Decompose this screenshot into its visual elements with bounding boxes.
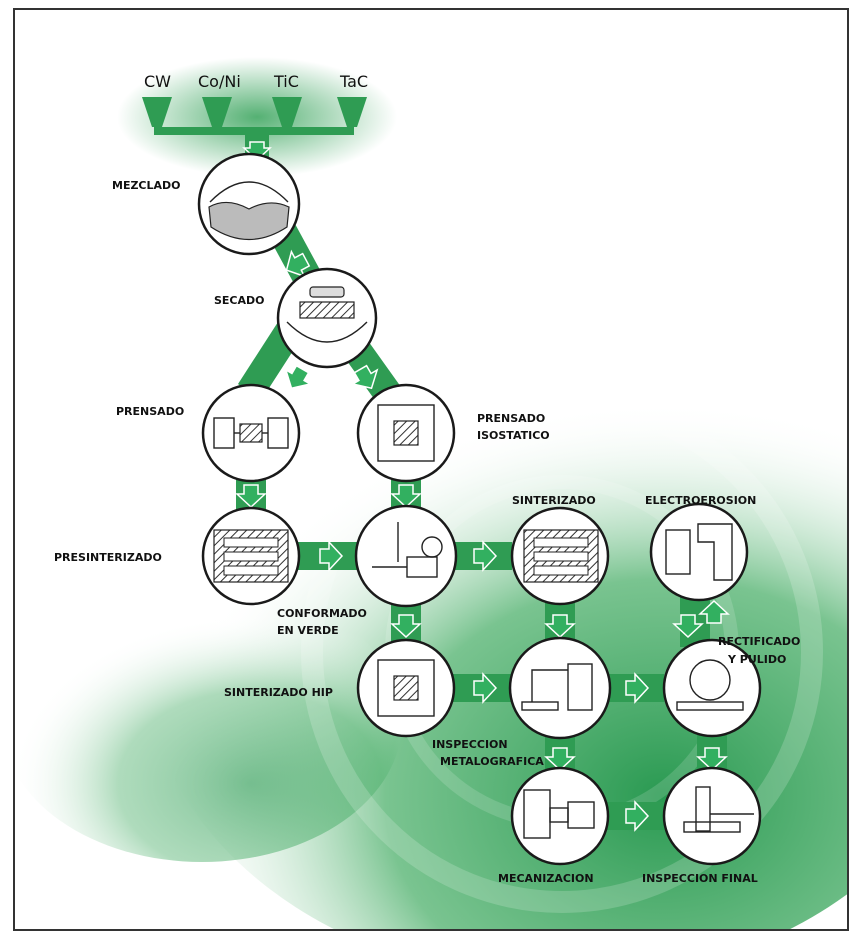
label-inspeccion-2: METALOGRAFICA [440, 755, 544, 768]
input-coni: Co/Ni [198, 72, 241, 91]
diagram-frame: CW Co/Ni TiC TaC [13, 8, 849, 931]
node-sinterizado [510, 506, 610, 606]
label-rectificado-1: RECTIFICADO [718, 635, 800, 648]
label-mezclado: MEZCLADO [112, 179, 181, 192]
flow-arrows [235, 249, 730, 832]
watermark-ring [301, 391, 823, 913]
label-electroerosion: ELECTROEROSION [645, 494, 756, 507]
background-glow-left [15, 582, 402, 862]
node-secado [276, 267, 378, 369]
label-prensado: PRENSADO [116, 405, 184, 418]
node-mezclado [197, 152, 301, 256]
label-rectificado-2: Y PULIDO [727, 653, 786, 666]
label-conformado-2: EN VERDE [277, 624, 339, 637]
input-hoppers [142, 97, 367, 162]
input-tac: TaC [339, 72, 368, 91]
label-prensado-isostatico-2: ISOSTATICO [477, 429, 550, 442]
node-prensado-isostatico [356, 383, 456, 483]
label-prensado-isostatico-1: PRENSADO [477, 412, 545, 425]
label-mecanizacion: MECANIZACION [498, 872, 594, 885]
label-sinterizado: SINTERIZADO [512, 494, 596, 507]
node-presinterizado [201, 506, 301, 606]
label-sinterizado-hip: SINTERIZADO HIP [224, 686, 333, 699]
label-inspeccion-1: INSPECCION [432, 738, 508, 751]
input-cw: CW [144, 72, 171, 91]
node-electroerosion [649, 502, 749, 602]
node-conformado-en-verde [354, 504, 458, 608]
node-inspeccion-metalografica [508, 636, 612, 740]
label-secado: SECADO [214, 294, 265, 307]
node-prensado [201, 383, 301, 483]
node-rectificado-y-pulido [662, 638, 762, 738]
process-flow-diagram: CW Co/Ni TiC TaC [15, 57, 847, 929]
label-presinterizado: PRESINTERIZADO [54, 551, 162, 564]
top-glow [117, 57, 397, 177]
node-sinterizado-hip [356, 638, 456, 738]
node-inspeccion-final [662, 766, 762, 866]
label-inspeccion-final: INSPECCION FINAL [642, 872, 758, 885]
label-conformado-1: CONFORMADO [277, 607, 367, 620]
input-tic: TiC [273, 72, 299, 91]
node-mecanizacion [510, 766, 610, 866]
